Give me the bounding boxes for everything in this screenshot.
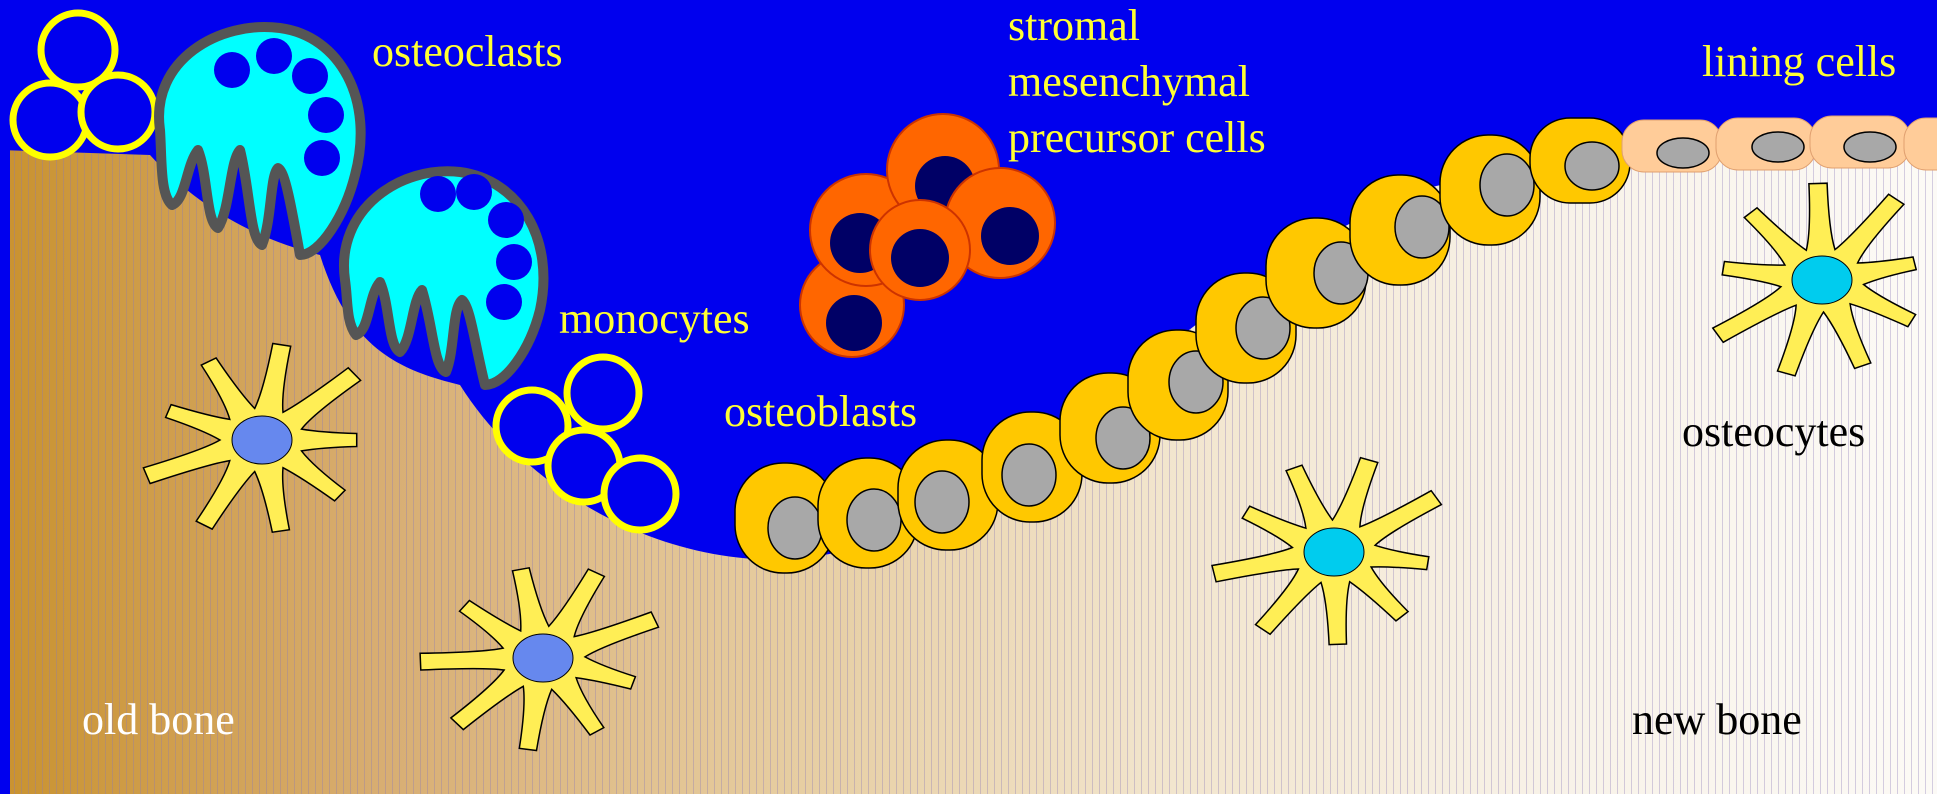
- monocyte: [81, 75, 155, 149]
- stromal-cell-nucleus: [891, 229, 949, 287]
- label-stromal-line3: precursor cells: [1008, 113, 1266, 162]
- label-lining-cells: lining cells: [1702, 37, 1896, 86]
- lining-cell-nucleus: [1844, 132, 1896, 162]
- monocyte: [604, 458, 676, 530]
- lining-cell-layer: [1622, 116, 1937, 172]
- osteoclast-nucleus: [456, 174, 492, 210]
- osteocyte-nucleus: [1792, 256, 1852, 304]
- monocyte: [13, 83, 87, 157]
- label-osteoblasts: osteoblasts: [724, 387, 917, 436]
- osteoblast-nucleus: [1480, 154, 1534, 216]
- label-osteocytes: osteocytes: [1682, 407, 1865, 456]
- osteocyte-nucleus: [513, 634, 573, 682]
- osteoclast-nucleus: [292, 58, 328, 94]
- label-osteoclasts: osteoclasts: [372, 27, 563, 76]
- lining-cell-nucleus: [1657, 138, 1709, 168]
- osteoclast-nucleus: [486, 284, 522, 320]
- osteoclast-nucleus: [214, 52, 250, 88]
- stromal-cell-nucleus: [981, 207, 1039, 265]
- osteoclast-nucleus: [256, 38, 292, 74]
- osteocyte-nucleus: [1304, 528, 1364, 576]
- stromal-cell-nucleus: [826, 295, 882, 351]
- marrow-left-edge: [0, 0, 10, 794]
- lining-cell-nucleus: [1752, 132, 1804, 162]
- label-old-bone: old bone: [82, 695, 235, 744]
- osteoclast-nucleus: [420, 176, 456, 212]
- osteoblast-nucleus: [915, 471, 969, 533]
- monocyte: [567, 357, 639, 429]
- label-monocytes: monocytes: [559, 294, 750, 343]
- osteoblast-nucleus: [768, 497, 822, 559]
- label-new-bone: new bone: [1632, 695, 1802, 744]
- osteoclast-nucleus: [308, 97, 344, 133]
- osteoclast-nucleus: [496, 244, 532, 280]
- osteoclast-nucleus: [304, 140, 340, 176]
- osteocyte-nucleus: [232, 416, 292, 464]
- osteoclast-nucleus: [488, 202, 524, 238]
- osteoblast-nucleus: [847, 489, 901, 551]
- osteoblast-nucleus: [1002, 444, 1056, 506]
- lining-cell: [1904, 118, 1937, 170]
- label-stromal-line2: mesenchymal: [1008, 57, 1250, 106]
- label-stromal-line1: stromal: [1008, 1, 1140, 50]
- osteoblast-nucleus: [1565, 142, 1619, 190]
